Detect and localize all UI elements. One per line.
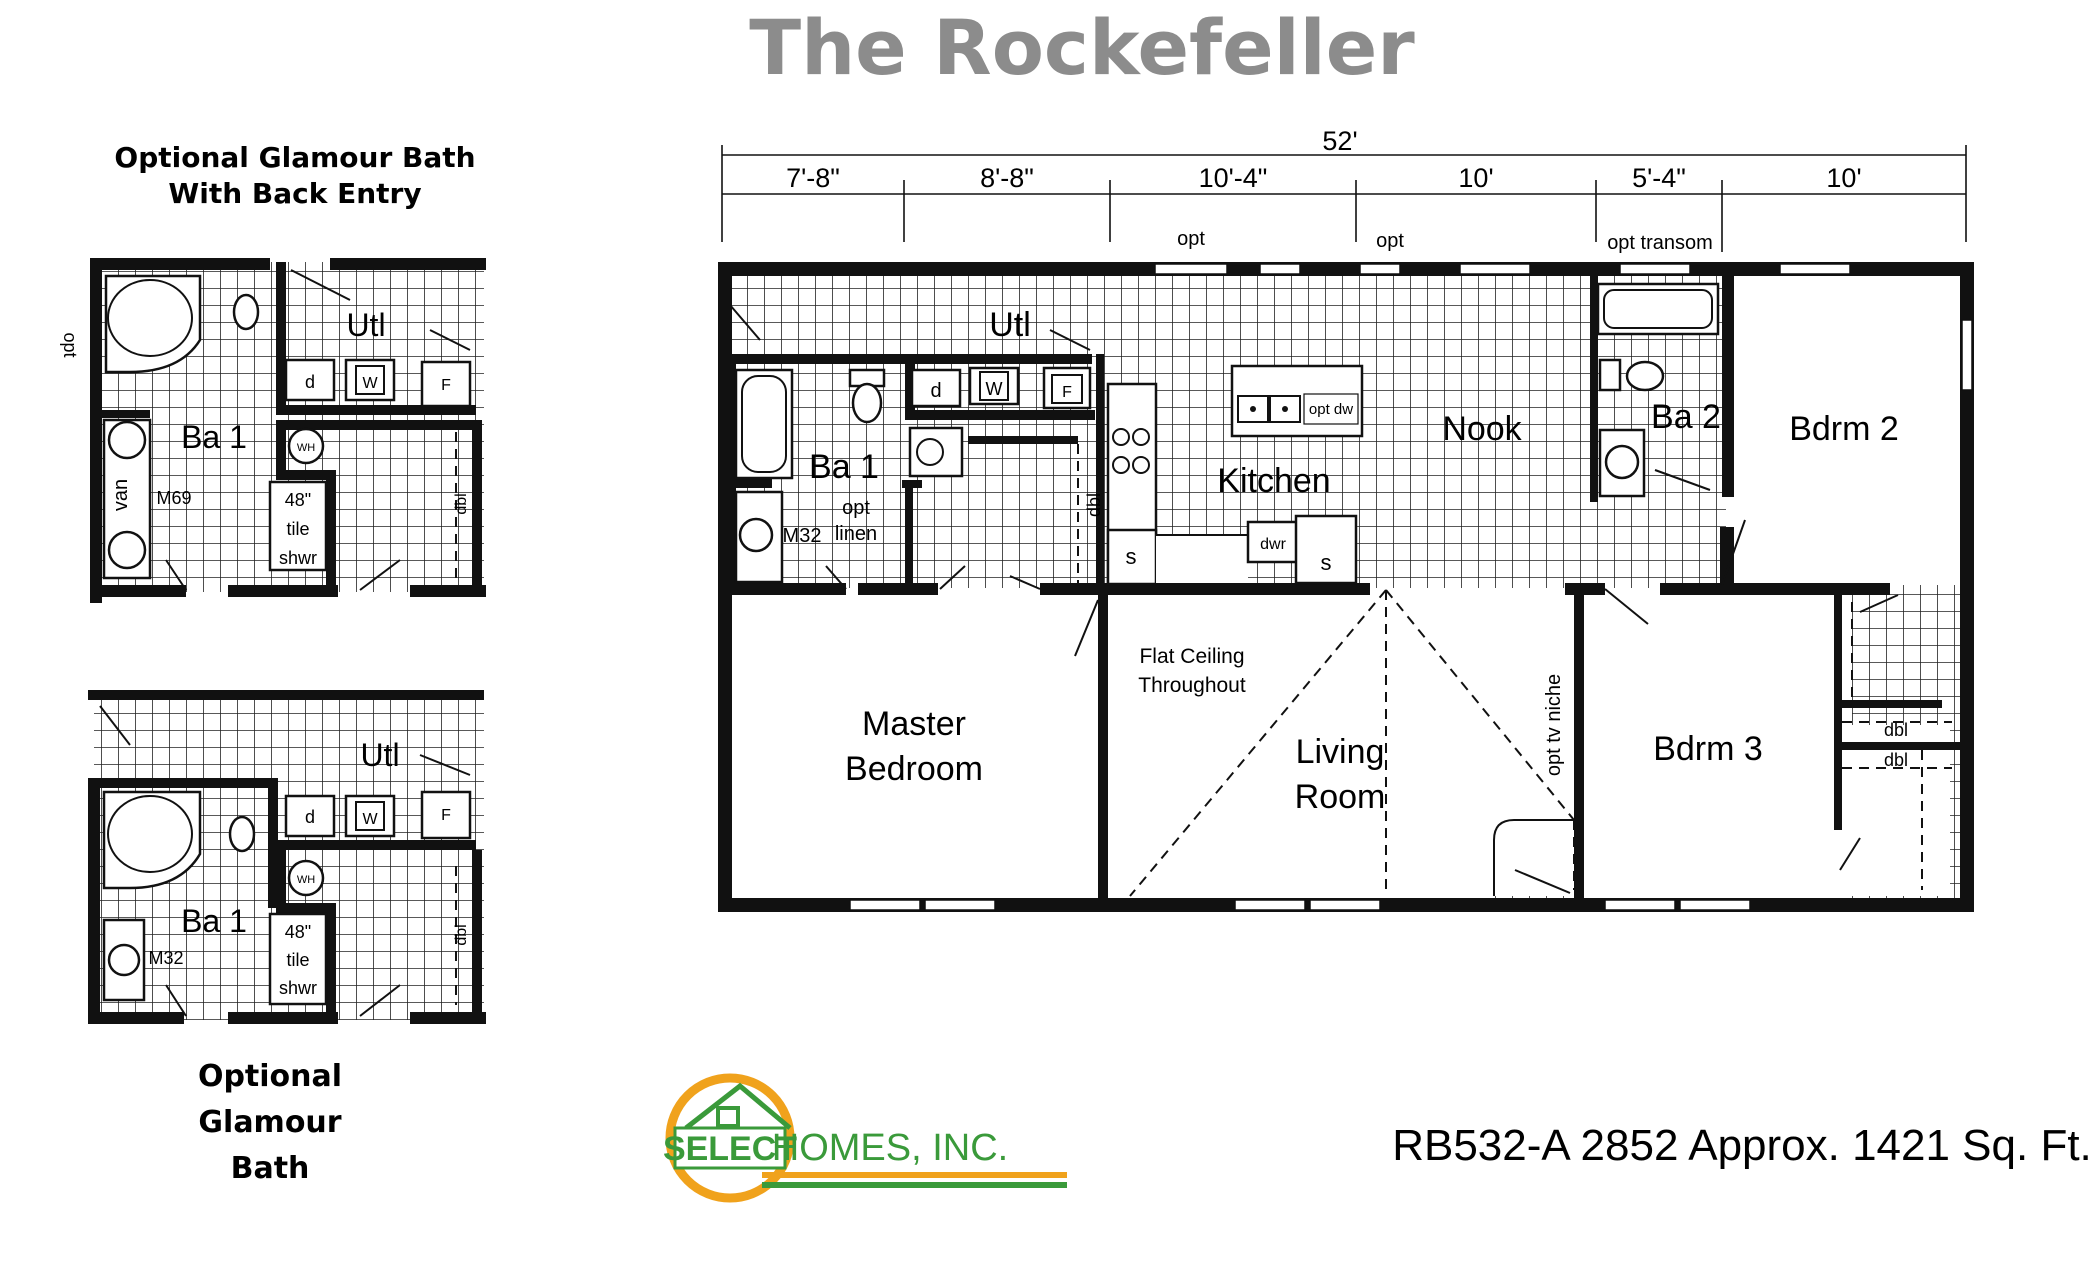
plan-title: The Rockefeller (749, 3, 1415, 92)
main-dbl-label-1: dbl (1084, 493, 1104, 517)
inset-bottom-utl-label: Utl (360, 737, 399, 773)
inset-bottom-shower-label-3: shwr (279, 978, 317, 998)
inset-top-m69-label: M69 (156, 488, 191, 508)
inset-bottom-plan: M32 d W F WH 48" tile shwr dbl Utl Ba 1 (88, 690, 486, 1024)
flat-ceiling-label-1: Flat Ceiling (1139, 645, 1244, 668)
room-label-ba1: Ba 1 (809, 448, 879, 486)
opt-transom-label: opt transom (1607, 232, 1713, 254)
opt-tv-niche-label: opt tv niche (1543, 674, 1565, 776)
dim-segment-2: 8'-8" (980, 163, 1034, 193)
door-swings (729, 304, 1899, 894)
ceiling-lines (1129, 589, 1575, 897)
inset-bottom-dbl-label: dbl (453, 924, 470, 945)
opt-window-label-1: opt (1177, 228, 1205, 250)
model-info: RB532-A 2852 Approx. 1421 Sq. Ft. (1392, 1121, 2088, 1170)
inset-bottom-furnace-label: F (441, 807, 451, 824)
tv-niche-outline (1493, 819, 1574, 896)
inset-bottom-caption-1: Optional (198, 1059, 342, 1094)
inset-top-opt-label: opt (60, 332, 80, 357)
inset-bottom-shower-label-1: 48" (285, 922, 311, 942)
room-label-kitchen: Kitchen (1217, 462, 1330, 500)
logo-text-select: SELECT (663, 1130, 797, 1168)
inset-bottom-caption-3: Bath (231, 1151, 310, 1186)
inset-bottom-ba1-label: Ba 1 (181, 903, 247, 939)
company-logo: SELECT HOMES, INC. (663, 1073, 1067, 1203)
main-washer-label: W (986, 379, 1003, 399)
dim-segment-6: 10' (1826, 163, 1861, 193)
main-range-s-label: s (1126, 544, 1137, 569)
inset-top-dryer-label: d (305, 372, 315, 392)
inset-top-shower-label-2: tile (286, 519, 309, 539)
inset-top-caption-2: With Back Entry (168, 177, 421, 210)
main-furnace-label: F (1062, 384, 1072, 401)
opt-dishwasher-label: opt dw (1309, 401, 1353, 418)
room-label-living-2: Room (1295, 778, 1386, 816)
opt-linen-label-2: linen (835, 523, 877, 545)
main-m32-label: M32 (783, 525, 822, 547)
room-label-utl: Utl (989, 306, 1031, 344)
inset-top-dbl-label: dbl (453, 493, 470, 514)
inset-bottom-m32-label: M32 (148, 948, 183, 968)
dim-segment-3: 10'-4" (1199, 163, 1268, 193)
inset-bottom-shower-label-2: tile (286, 950, 309, 970)
room-label-master-1: Master (862, 705, 966, 743)
dimension-lines: 52' 7'-8" 8'-8" 10'-4" 10' 5'-4" 10' opt… (721, 126, 1967, 254)
opt-window-label-2: opt (1376, 230, 1404, 252)
inset-bottom-water-heater-label: WH (297, 874, 315, 886)
inset-top-washer-label: W (362, 375, 378, 392)
inset-top-water-heater-label: WH (297, 442, 315, 454)
main-dryer-label: d (930, 380, 941, 402)
logo-text-homes: HOMES, INC. (772, 1127, 1008, 1169)
main-dbl-label-2: dbl (1884, 720, 1908, 740)
dim-overall: 52' (1322, 126, 1357, 156)
main-dbl-label-3: dbl (1884, 750, 1908, 770)
inset-bottom-dryer-label: d (305, 807, 315, 827)
dim-segment-4: 10' (1458, 163, 1493, 193)
room-label-master-2: Bedroom (845, 750, 983, 788)
inset-top-utl-label: Utl (346, 307, 385, 343)
main-floor-plan: d W F s dwr s opt dw (718, 262, 1974, 912)
room-label-ba2: Ba 2 (1651, 398, 1721, 436)
inset-top-plan: van M69 d W F WH 48" tile shwr dbl Utl B… (60, 258, 486, 603)
inset-bottom-caption-2: Glamour (198, 1105, 341, 1140)
main-sink-s-label: s (1321, 550, 1332, 575)
inset-top-furnace-label: F (441, 377, 451, 394)
room-label-living-1: Living (1296, 733, 1385, 771)
inset-top-shower-label-3: shwr (279, 548, 317, 568)
dim-segment-5: 5'-4" (1632, 163, 1686, 193)
flat-ceiling-label-2: Throughout (1138, 674, 1246, 697)
opt-linen-label-1: opt (842, 497, 870, 519)
room-label-bdrm2: Bdrm 2 (1789, 410, 1899, 448)
drawer-label: dwr (1260, 536, 1286, 553)
inset-top-caption-1: Optional Glamour Bath (114, 141, 475, 174)
dim-segment-1: 7'-8" (786, 163, 840, 193)
inset-top-shower-label-1: 48" (285, 490, 311, 510)
room-label-nook: Nook (1442, 410, 1522, 448)
inset-top-vanity-label: van (110, 479, 132, 511)
room-label-bdrm3: Bdrm 3 (1653, 730, 1763, 768)
inset-bottom-washer-label: W (362, 811, 378, 828)
inset-top-ba1-label: Ba 1 (181, 419, 247, 455)
